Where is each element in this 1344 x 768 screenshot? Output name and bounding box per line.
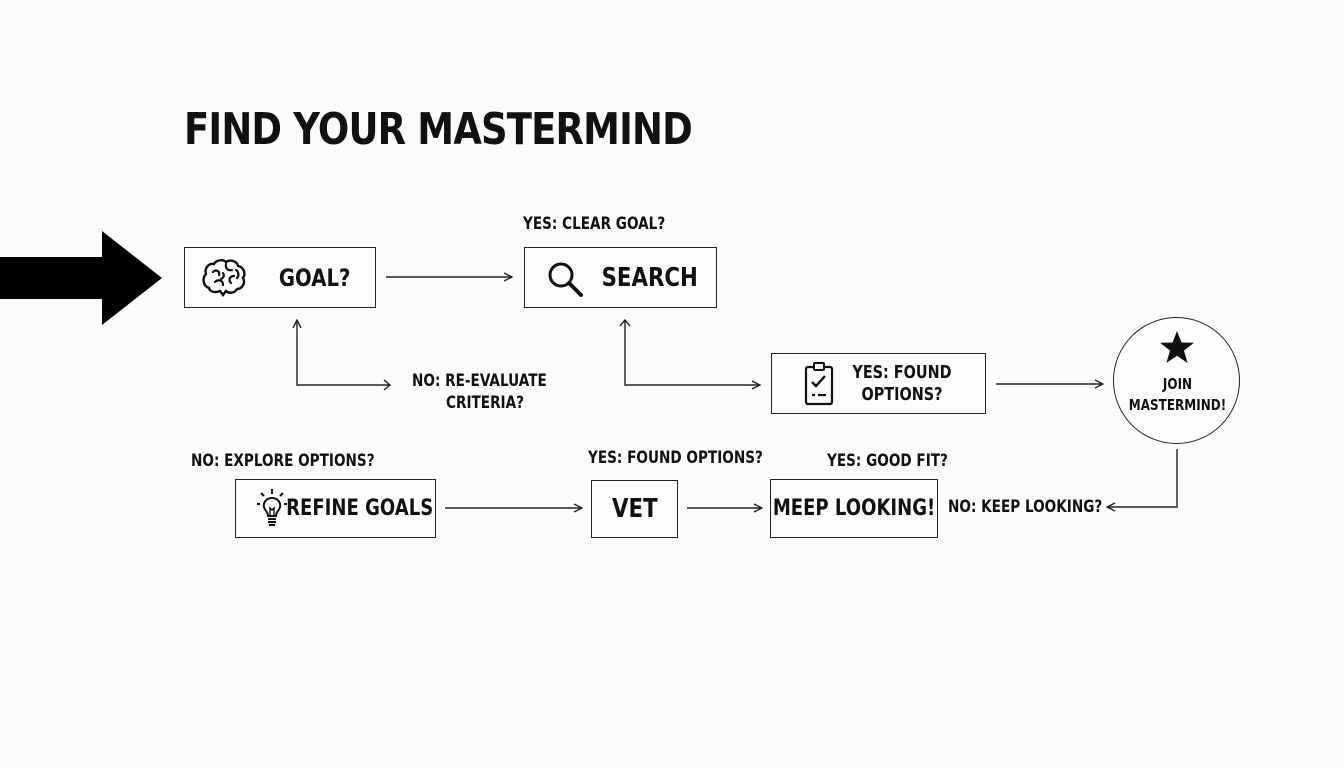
join-mastermind-node[interactable]: JOIN MASTERMIND! bbox=[1113, 317, 1240, 444]
goal-label: GOAL? bbox=[279, 263, 351, 292]
entry-arrow bbox=[0, 231, 162, 325]
label-reevaluate-line1: NO: RE-EVALUATE bbox=[412, 371, 547, 391]
arrow-search-head bbox=[619, 318, 631, 327]
arrow-join-to-keep-looking bbox=[1107, 449, 1178, 507]
search-node[interactable]: SEARCH bbox=[524, 247, 717, 308]
label-clear-goal: YES: CLEAR GOAL? bbox=[523, 214, 666, 234]
goal-node[interactable]: GOAL? bbox=[184, 247, 376, 308]
search-icon bbox=[545, 260, 587, 300]
label-explore-options: NO: EXPLORE OPTIONS? bbox=[191, 451, 375, 471]
vet-label: VET bbox=[611, 494, 658, 524]
page-title: FIND YOUR MASTERMIND bbox=[184, 104, 693, 155]
join-line1: JOIN bbox=[1162, 375, 1193, 393]
found-options-node[interactable]: YES: FOUND OPTIONS? bbox=[771, 353, 986, 414]
keep-looking-label: MEEP LOOKING! bbox=[772, 496, 936, 521]
join-line2: MASTERMIND! bbox=[1128, 396, 1227, 414]
label-good-fit: YES: GOOD FIT? bbox=[827, 451, 948, 471]
clipboard-check-icon bbox=[804, 362, 834, 406]
found-options-line1: YES: FOUND bbox=[852, 362, 952, 383]
found-options-text: YES: FOUND OPTIONS? bbox=[842, 362, 962, 406]
star-icon bbox=[1159, 330, 1195, 369]
brain-icon bbox=[201, 258, 247, 298]
lightbulb-icon bbox=[256, 488, 288, 528]
found-options-line2: OPTIONS? bbox=[861, 384, 943, 405]
label-keep-looking: NO: KEEP LOOKING? bbox=[948, 497, 1103, 517]
refine-goals-node[interactable]: REFINE GOALS bbox=[235, 479, 436, 538]
label-reevaluate-line2: CRITERIA? bbox=[446, 393, 525, 413]
vet-node[interactable]: VET bbox=[591, 480, 678, 538]
keep-looking-node[interactable]: MEEP LOOKING! bbox=[770, 479, 938, 538]
refine-goals-label: REFINE GOALS bbox=[285, 496, 434, 521]
arrow-reevaluate-loop bbox=[297, 320, 390, 386]
label-found-options: YES: FOUND OPTIONS? bbox=[588, 448, 763, 468]
arrow-reevaluate-head bbox=[383, 379, 392, 391]
arrow-search-to-found bbox=[624, 320, 760, 385]
search-label: SEARCH bbox=[601, 262, 698, 293]
